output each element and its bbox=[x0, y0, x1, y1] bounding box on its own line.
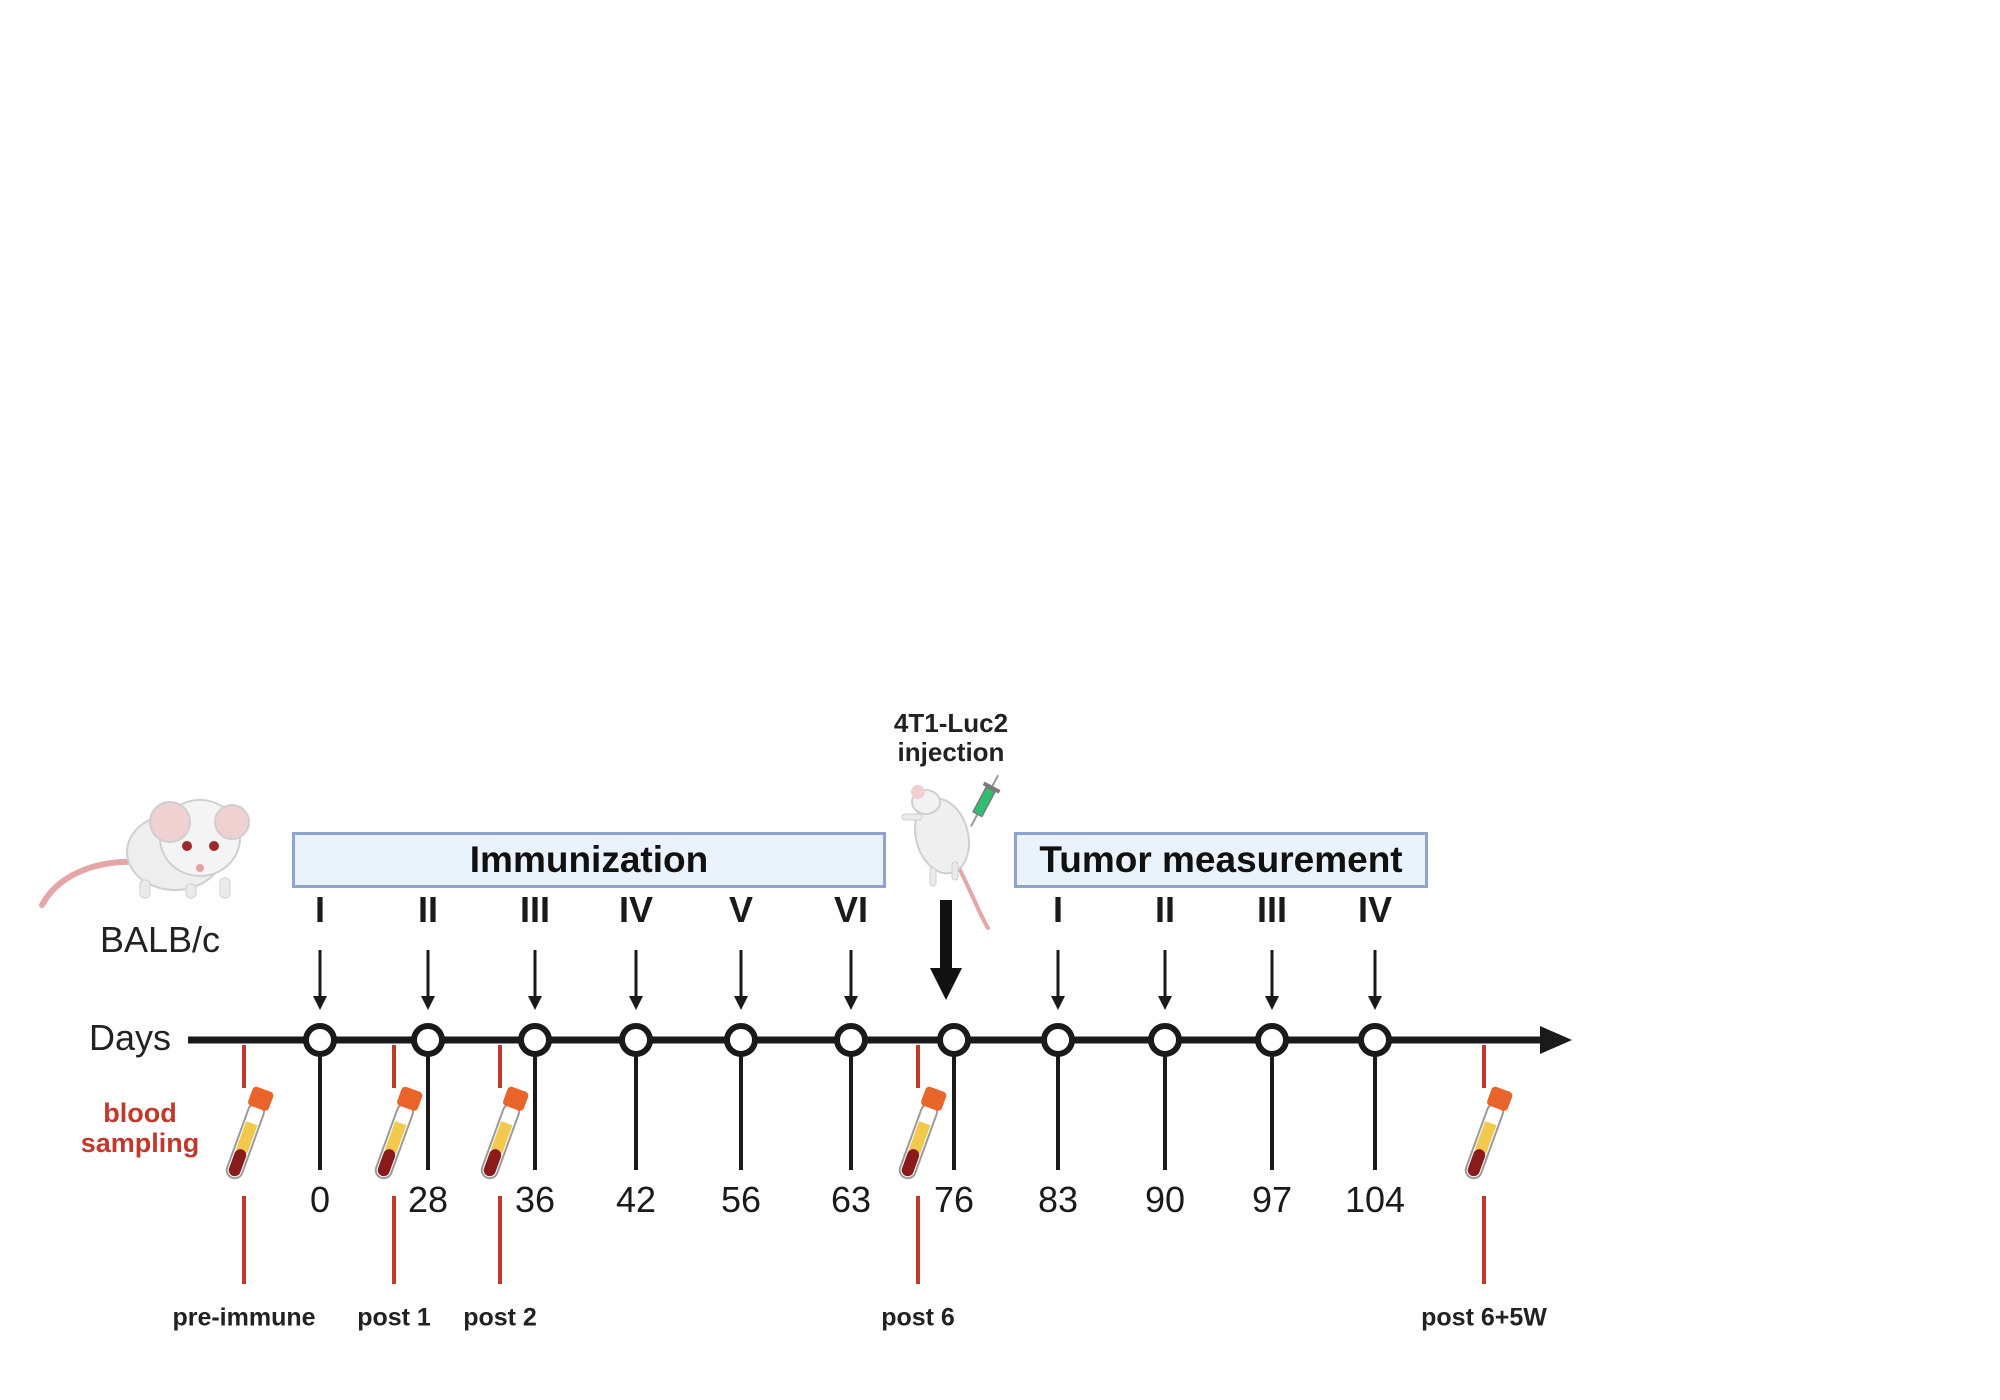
injected-mouse-icon bbox=[901, 785, 990, 930]
blood-sample-label: post 1 bbox=[357, 1303, 431, 1332]
tumor-measurement-event bbox=[1358, 950, 1392, 1170]
immunization-dose-label: IV bbox=[618, 889, 654, 930]
immunization-dose-label: III bbox=[519, 889, 551, 930]
blood-sample-label: post 2 bbox=[463, 1303, 537, 1332]
injection-day-label: 76 bbox=[933, 1179, 975, 1220]
immunization-box: Immunization bbox=[292, 832, 886, 888]
immunization-title: Immunization bbox=[469, 839, 709, 880]
immunization-day-label: 28 bbox=[407, 1179, 449, 1220]
tumor-round-label: III bbox=[1256, 889, 1288, 930]
blood-sample-label: post 6+5W bbox=[1421, 1303, 1547, 1332]
blood-sampling-label: blood sampling bbox=[80, 1098, 200, 1158]
immunization-day-label: 0 bbox=[309, 1179, 331, 1220]
tumor-day-label: 104 bbox=[1344, 1179, 1406, 1220]
tumor-measurement-title: Tumor measurement bbox=[1039, 839, 1403, 880]
injection-label: 4T1-Luc2 injection bbox=[893, 708, 1009, 767]
event-marks bbox=[303, 950, 1392, 1170]
blood-tube-icon bbox=[1464, 1086, 1513, 1180]
blood-tubes bbox=[225, 1086, 1513, 1180]
tumor-day-label: 97 bbox=[1251, 1179, 1293, 1220]
immunization-dose-label: VI bbox=[833, 889, 869, 930]
axis-label: Days bbox=[88, 1017, 172, 1058]
syringe-icon bbox=[970, 774, 1001, 827]
tumor-measurement-event bbox=[1255, 950, 1289, 1170]
injection-event bbox=[937, 1023, 971, 1170]
blood-tube-icon bbox=[374, 1086, 423, 1180]
immunization-day-label: 63 bbox=[830, 1179, 872, 1220]
immunization-event bbox=[518, 950, 552, 1170]
tumor-measurement-event bbox=[1041, 950, 1075, 1170]
immunization-day-label: 42 bbox=[615, 1179, 657, 1220]
immunization-day-label: 36 bbox=[514, 1179, 556, 1220]
tumor-measurement-event bbox=[1148, 950, 1182, 1170]
blood-sampling-lines bbox=[242, 1045, 1486, 1284]
immunization-day-label: 56 bbox=[720, 1179, 762, 1220]
axis-arrowhead bbox=[1540, 1026, 1572, 1054]
tumor-round-label: IV bbox=[1357, 889, 1393, 930]
strain-label: BALB/c bbox=[99, 919, 221, 960]
blood-sample-label: post 6 bbox=[881, 1303, 955, 1332]
mouse-icon bbox=[39, 799, 250, 908]
immunization-dose-label: II bbox=[417, 889, 439, 930]
immunization-event bbox=[834, 950, 868, 1170]
immunization-dose-label: V bbox=[728, 889, 754, 930]
blood-sample-label: pre-immune bbox=[172, 1303, 316, 1332]
tumor-day-label: 83 bbox=[1037, 1179, 1079, 1220]
injection-arrow bbox=[930, 900, 962, 1000]
tumor-day-label: 90 bbox=[1144, 1179, 1186, 1220]
immunization-dose-label: I bbox=[314, 889, 326, 930]
immunization-event bbox=[619, 950, 653, 1170]
blood-tube-icon bbox=[480, 1086, 529, 1180]
blood-tube-icon bbox=[898, 1086, 947, 1180]
immunization-event bbox=[724, 950, 758, 1170]
blood-tube-icon bbox=[225, 1086, 274, 1180]
tumor-measurement-box: Tumor measurement bbox=[1014, 832, 1428, 888]
tumor-round-label: I bbox=[1052, 889, 1064, 930]
immunization-event bbox=[303, 950, 337, 1170]
tumor-round-label: II bbox=[1154, 889, 1176, 930]
immunization-event bbox=[411, 950, 445, 1170]
